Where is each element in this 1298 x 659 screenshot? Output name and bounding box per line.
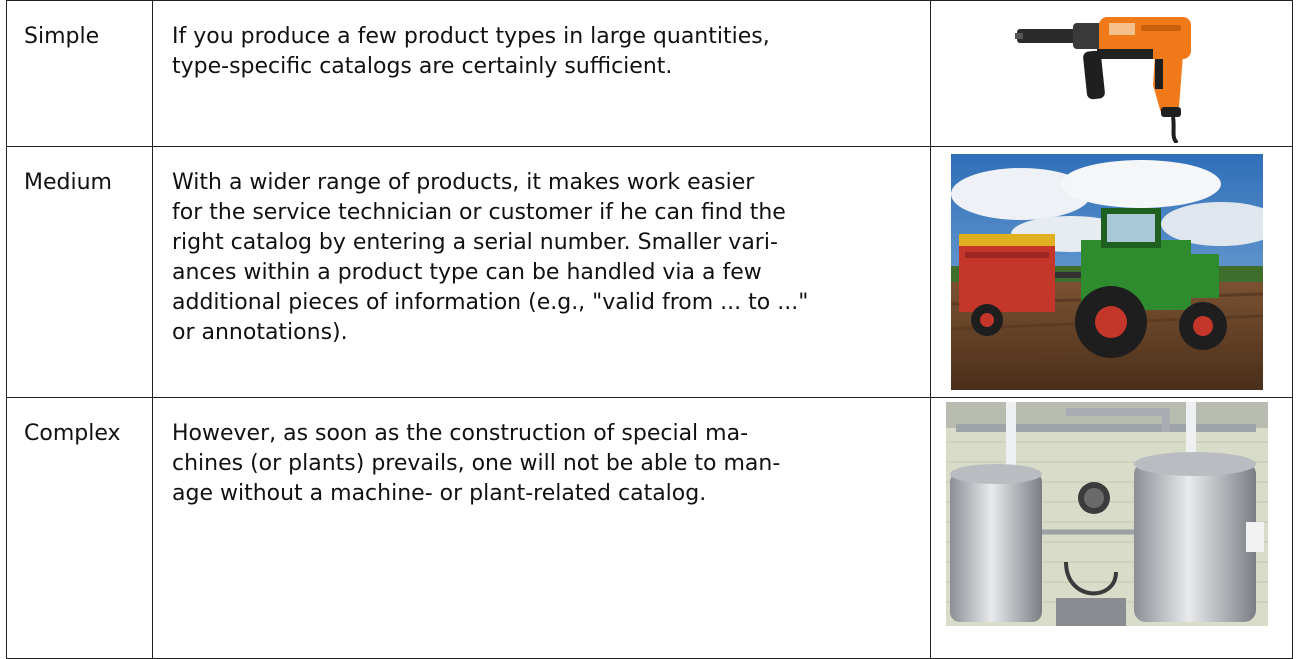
level-label-medium: Medium: [24, 170, 112, 195]
description-cell: However, as soon as the construction of …: [152, 397, 931, 659]
description-complex: However, as soon as the construction of …: [172, 421, 781, 506]
level-cell: Simple: [6, 0, 153, 147]
description-medium: With a wider range of products, it makes…: [172, 170, 809, 345]
level-cell: Medium: [6, 146, 153, 398]
description-cell: If you produce a few product types in la…: [152, 0, 931, 147]
image-cell: [930, 146, 1293, 398]
description-cell: With a wider range of products, it makes…: [152, 146, 931, 398]
image-cell: [930, 397, 1293, 659]
level-cell: Complex: [6, 397, 153, 659]
brewery-tanks-photo: [946, 402, 1268, 626]
tractor-field-photo: [951, 154, 1263, 390]
table-row: Simple If you produce a few product type…: [6, 0, 1293, 147]
level-label-simple: Simple: [24, 24, 100, 49]
description-simple: If you produce a few product types in la…: [172, 24, 770, 79]
table-row: Complex However, as soon as the construc…: [6, 397, 1293, 659]
level-label-complex: Complex: [24, 421, 121, 446]
table-row: Medium With a wider range of products, i…: [6, 146, 1293, 398]
catalog-complexity-table: Simple If you produce a few product type…: [6, 0, 1293, 659]
image-cell: [930, 0, 1293, 147]
power-drill-photo: [1015, 15, 1195, 143]
